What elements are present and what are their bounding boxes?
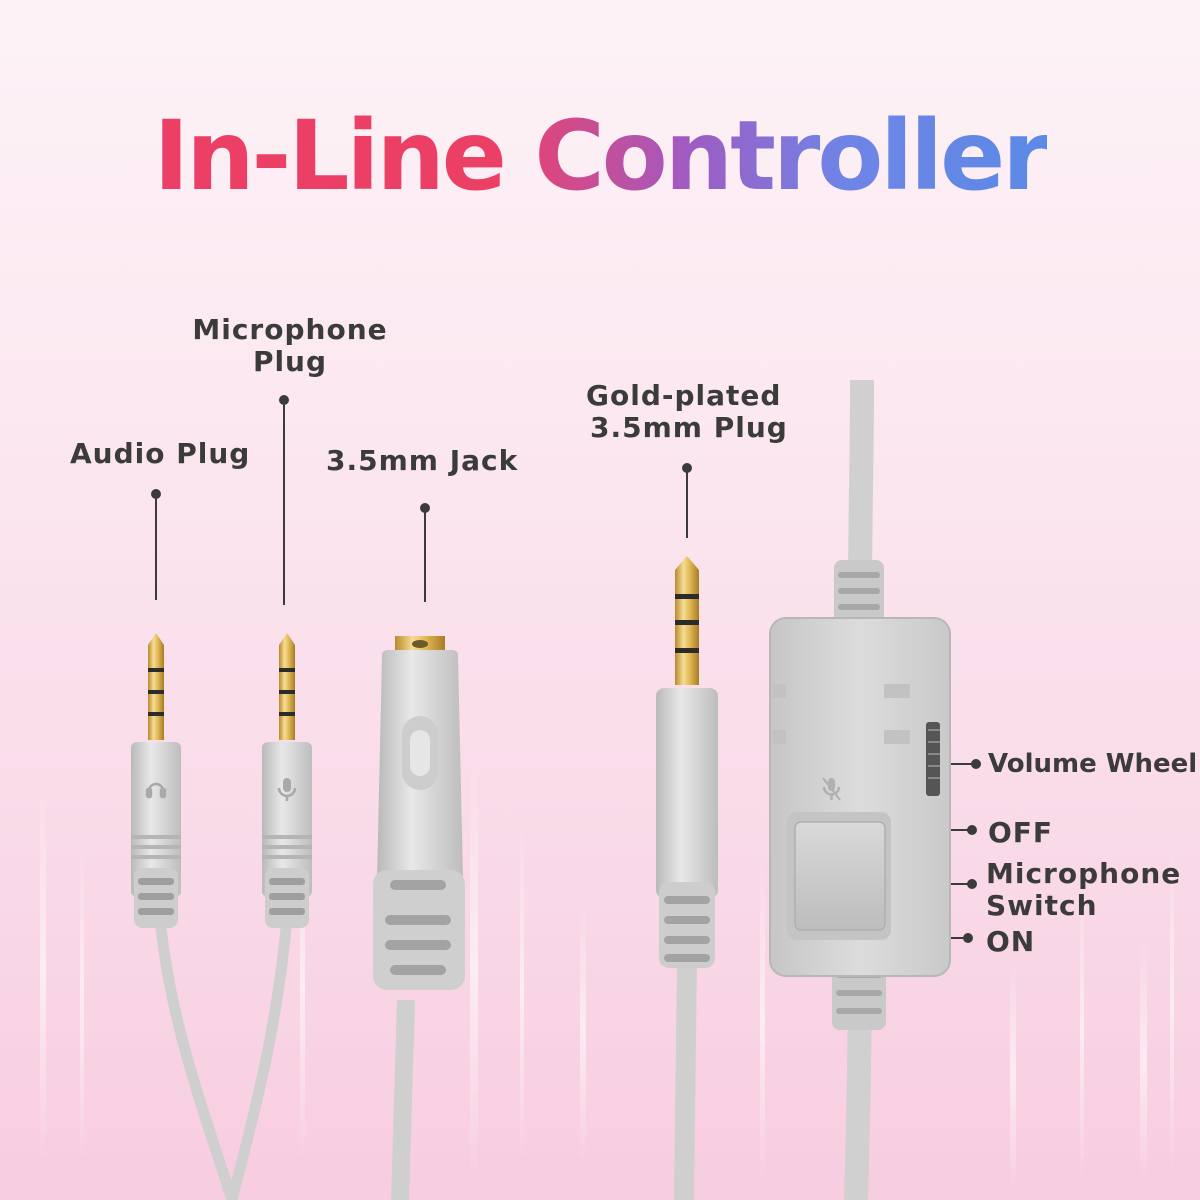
title-word-controller: Controller xyxy=(534,100,1049,212)
gold-plug-label: Gold-plated 3.5mm Plug xyxy=(586,380,788,444)
page-title: In-Line Controller xyxy=(0,108,1200,204)
microphone-switch-label-line2: Switch xyxy=(986,889,1098,922)
microphone-icon xyxy=(277,778,297,801)
jack-label: 3.5mm Jack xyxy=(326,444,519,477)
microphone-plug xyxy=(262,633,312,928)
female-jack xyxy=(373,636,465,1200)
on-label: ON xyxy=(986,925,1036,958)
microphone-plug-label-line2: Plug xyxy=(252,345,328,378)
audio-plug xyxy=(131,633,181,928)
headphone-icon xyxy=(145,782,167,799)
volume-wheel-label: Volume Wheel xyxy=(988,749,1198,779)
gold-plated-plug xyxy=(656,556,718,1200)
microphone-plug-label-line1: Microphone xyxy=(192,313,388,346)
audio-plug-label: Audio Plug xyxy=(70,437,251,470)
inline-controller xyxy=(769,617,951,977)
gold-plug-label-line2: 3.5mm Plug xyxy=(590,411,788,444)
microphone-switch-label-line1: Microphone xyxy=(986,857,1182,890)
microphone-plug-label: Microphone Plug xyxy=(190,314,390,378)
gold-plug-label-line1: Gold-plated xyxy=(586,379,782,412)
y-split-cable xyxy=(154,912,293,1200)
title-word-inline: In-Line xyxy=(153,100,506,212)
volume-wheel xyxy=(926,722,940,796)
microphone-icon xyxy=(822,777,841,801)
microphone-switch-button xyxy=(787,812,891,940)
off-label: OFF xyxy=(988,816,1054,849)
microphone-switch-label: Microphone Switch xyxy=(986,858,1181,922)
